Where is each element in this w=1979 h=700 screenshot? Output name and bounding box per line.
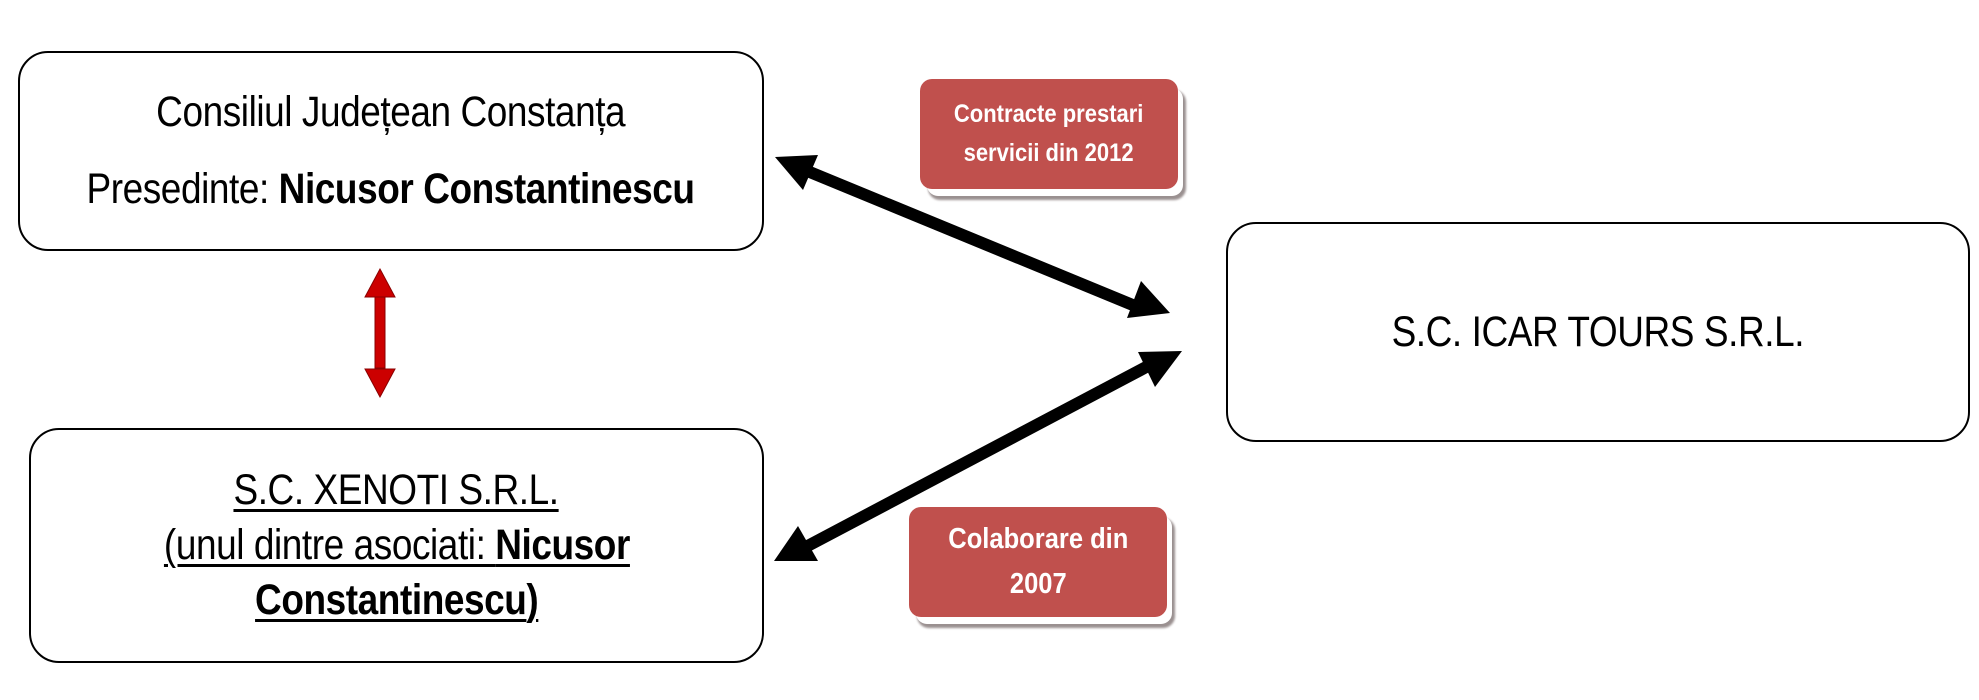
associate-label: (unul dintre asociati: — [163, 521, 495, 569]
node-consiliul-title: Consiliul Județean Constanța — [156, 88, 626, 136]
arrowhead-up — [364, 267, 396, 298]
arrow-consiliul-icar — [775, 155, 1170, 318]
arrowhead-icar-lower-end — [1138, 351, 1182, 387]
node-consiliul-judetean: Consiliul Județean Constanța Presedinte:… — [18, 51, 764, 251]
badge-contract-line1: Contracte prestari — [954, 100, 1144, 128]
arrow-xenoti-icar — [774, 351, 1182, 561]
badge-contract-2012: Contracte prestari servicii din 2012 — [920, 79, 1178, 189]
badge-collaboration-line2: 2007 — [1009, 568, 1067, 600]
president-name: Nicusor Constantinescu — [279, 165, 696, 213]
arrowhead-down — [364, 368, 396, 399]
node-icar-tours: S.C. ICAR TOURS S.R.L. — [1226, 222, 1970, 442]
associate-close-paren: ) — [526, 576, 539, 624]
node-xenoti: S.C. XENOTI S.R.L. (unul dintre asociati… — [29, 428, 764, 663]
arrowhead-consiliul-end — [775, 155, 818, 190]
associate-first-name: Nicusor — [494, 521, 630, 569]
node-consiliul-president: Presedinte: Nicusor Constantinescu — [86, 165, 696, 213]
arrowhead-icar-end — [1127, 281, 1170, 318]
badge-collaboration-line1: Colaborare din — [947, 523, 1129, 555]
node-xenoti-associate-cont: Constantinescu) — [254, 576, 539, 624]
arrowhead-xenoti-end — [774, 526, 818, 561]
badge-contract-line2: servicii din 2012 — [963, 139, 1135, 167]
badge-collaboration-2007: Colaborare din 2007 — [909, 507, 1167, 617]
node-xenoti-associate: (unul dintre asociati: Nicusor — [163, 524, 629, 567]
arrow-consiliul-xenoti — [364, 267, 396, 399]
associate-last-name: Constantinescu — [254, 576, 527, 624]
president-label: Presedinte: — [86, 165, 280, 213]
node-xenoti-title: S.C. XENOTI S.R.L. — [233, 466, 560, 514]
node-icar-title: S.C. ICAR TOURS S.R.L. — [1391, 307, 1805, 356]
